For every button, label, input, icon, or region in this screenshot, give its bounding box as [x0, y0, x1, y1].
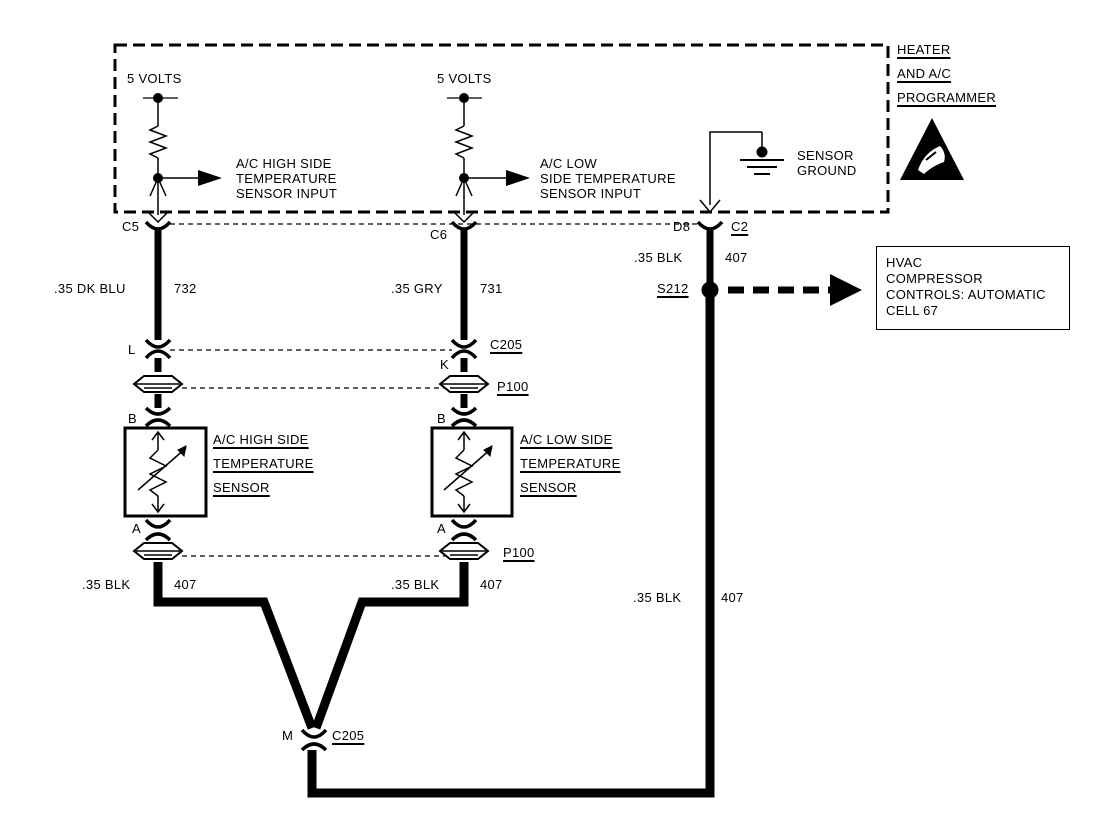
low-side-sensor-label: A/C LOW SIDE TEMPERATURE SENSOR [520, 432, 621, 504]
middle-circuit [430, 93, 530, 560]
wire-circuit-mid-bottom: 407 [480, 577, 503, 592]
supply-voltage-left: 5 VOLTS [127, 71, 182, 86]
pin-label-l: L [128, 342, 136, 357]
wire-circuit-right-bottom: 407 [721, 590, 744, 605]
wire-gauge-right-top: .35 BLK [634, 250, 683, 265]
reference-line: CELL 67 [886, 303, 939, 318]
hvac-reference-text: HVAC COMPRESSOR CONTROLS: AUTOMATIC CELL… [886, 255, 1046, 319]
sensor-label-line: A/C HIGH SIDE [213, 432, 309, 447]
ground-return-wiring [153, 290, 715, 798]
pin-label-c6: C6 [430, 227, 448, 242]
connector-label-c205-top: C205 [490, 337, 523, 352]
wire-gauge-mid-bottom: .35 BLK [391, 577, 440, 592]
pin-label-b-high: B [128, 411, 137, 426]
wire-gauge-mid-top: .35 GRY [391, 281, 443, 296]
pin-label-a-low: A [437, 521, 446, 536]
wire-circuit-right-top: 407 [725, 250, 748, 265]
ground-label-line: GROUND [797, 163, 857, 178]
reference-line: HVAC [886, 255, 923, 270]
wire-circuit-left-top: 732 [174, 281, 197, 296]
pin-label-a-high: A [132, 521, 141, 536]
sensor-label-line: TEMPERATURE [213, 456, 314, 471]
connector-label-p100-bottom: P100 [503, 545, 535, 560]
left-circuit [123, 93, 222, 560]
sensor-label-line: TEMPERATURE [520, 456, 621, 471]
wire-gauge-left-bottom: .35 BLK [82, 577, 131, 592]
hvac-reference-box[interactable]: HVAC COMPRESSOR CONTROLS: AUTOMATIC CELL… [876, 246, 1070, 330]
connector-label-c205-bottom: C205 [332, 728, 365, 743]
sensor-ground-label: SENSOR GROUND [797, 148, 857, 178]
sensor-label-line: SENSOR [520, 480, 577, 495]
supply-voltage-right: 5 VOLTS [437, 71, 492, 86]
programmer-boundary [113, 43, 890, 214]
ground-label-line: SENSOR [797, 148, 854, 163]
programmer-title-line: PROGRAMMER [897, 90, 997, 105]
input-label-line: TEMPERATURE [236, 171, 337, 186]
input-label-line: SIDE TEMPERATURE [540, 171, 676, 186]
reference-line: CONTROLS: AUTOMATIC [886, 287, 1046, 302]
wire-gauge-right-bottom: .35 BLK [633, 590, 682, 605]
pin-label-d8: D8 [673, 219, 691, 234]
reference-line: COMPRESSOR [886, 271, 983, 286]
programmer-title: HEATER AND A/C PROGRAMMER [897, 42, 996, 114]
pin-label-c2: C2 [731, 219, 749, 234]
connector-label-p100-top: P100 [497, 379, 529, 394]
input-label-line: SENSOR INPUT [236, 186, 338, 201]
high-side-input-label: A/C HIGH SIDE TEMPERATURE SENSOR INPUT [236, 156, 337, 201]
splice-label-s212: S212 [657, 281, 689, 296]
wire-circuit-mid-top: 731 [480, 281, 503, 296]
input-label-line: A/C HIGH SIDE [236, 156, 332, 171]
wire-circuit-left-bottom: 407 [174, 577, 197, 592]
esd-warning-icon [900, 118, 964, 180]
input-label-line: SENSOR INPUT [540, 186, 642, 201]
sensor-label-line: SENSOR [213, 480, 270, 495]
pin-label-b-low: B [437, 411, 446, 426]
programmer-title-line: AND A/C [897, 66, 952, 81]
programmer-title-line: HEATER [897, 42, 951, 57]
right-circuit [696, 131, 862, 306]
pin-label-c5: C5 [122, 219, 140, 234]
input-label-line: A/C LOW [540, 156, 597, 171]
sensor-label-line: A/C LOW SIDE [520, 432, 613, 447]
low-side-input-label: A/C LOW SIDE TEMPERATURE SENSOR INPUT [540, 156, 676, 201]
pin-label-m: M [282, 728, 294, 743]
wire-gauge-left-top: .35 DK BLU [54, 281, 126, 296]
pin-label-k: K [440, 357, 449, 372]
high-side-sensor-label: A/C HIGH SIDE TEMPERATURE SENSOR [213, 432, 314, 504]
